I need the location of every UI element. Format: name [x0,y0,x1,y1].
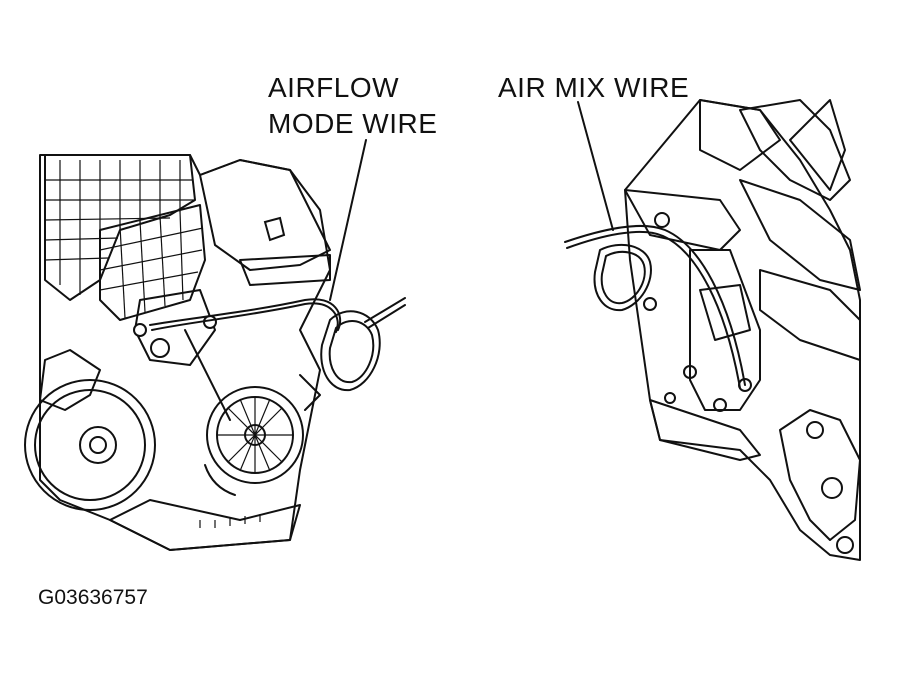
airflow-label-line2: MODE WIRE [268,108,438,139]
airmix-leader-line [577,101,614,231]
airmix-label: AIR MIX WIRE [498,72,690,103]
left-heater-unit [24,154,406,551]
airflow-label-line1: AIRFLOW [268,72,400,103]
airflow-leader-line [329,139,367,301]
figure-id: G03636757 [38,586,148,609]
right-heater-unit [564,99,861,561]
